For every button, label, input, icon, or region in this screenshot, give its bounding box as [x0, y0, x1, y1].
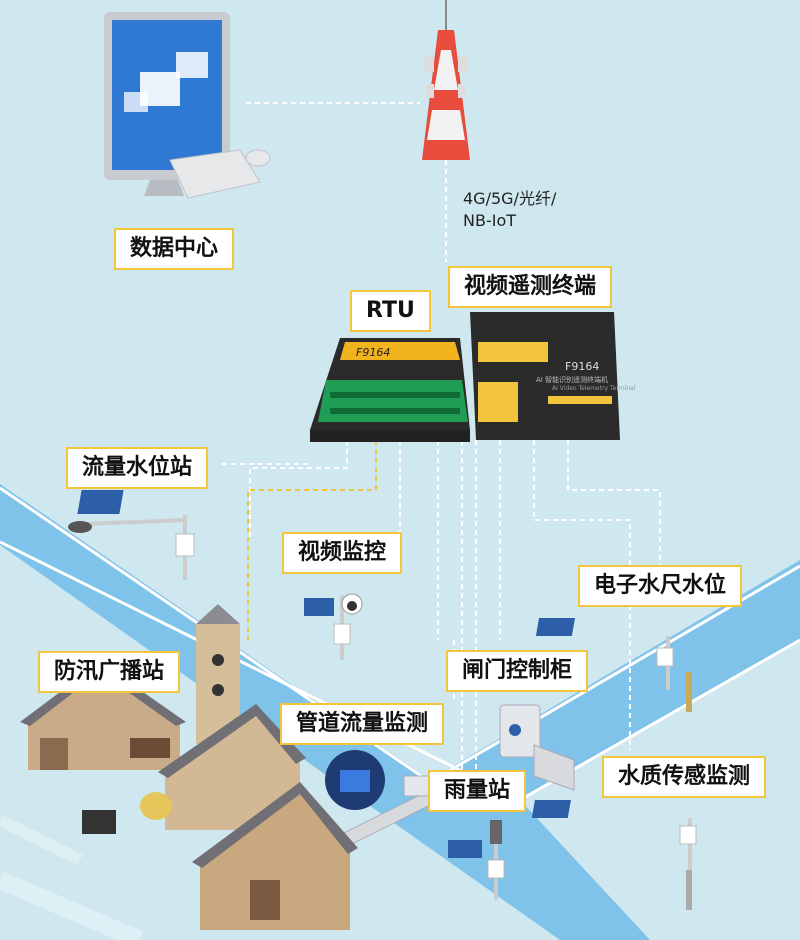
camera-station-icon — [304, 593, 363, 660]
label-rtu: RTU — [350, 290, 431, 332]
gate-cabinet-icon — [499, 704, 575, 791]
water-quality-station-icon — [531, 800, 697, 910]
flow-station-icon — [68, 490, 195, 580]
rtu-device-icon: F9164 — [310, 338, 470, 442]
ground-paths — [0, 814, 144, 940]
network-line-1: 4G/5G/光纤/ — [463, 189, 557, 208]
network-line-2: NB-IoT — [463, 211, 516, 230]
computer-icon — [104, 12, 271, 199]
label-pipe-flow: 管道流量监测 — [280, 703, 445, 745]
label-flood-broadcast: 防汛广播站 — [38, 651, 181, 693]
label-data-center: 数据中心 — [114, 228, 235, 270]
terminal-desc-en: AI Video Telemetry Terminal — [552, 385, 636, 392]
terminal-desc-cn: AI 智能识别遥测终端机 — [536, 375, 608, 384]
video-terminal-device-icon: F9164 AI 智能识别遥测终端机 AI Video Telemetry Te… — [470, 312, 636, 440]
label-electronic-gauge: 电子水尺水位 — [578, 565, 743, 607]
rain-gauge-station-icon — [448, 820, 505, 900]
label-rain-station: 雨量站 — [428, 770, 527, 812]
water-gauge-station-icon — [535, 618, 692, 712]
label-video-monitoring: 视频监控 — [282, 532, 403, 574]
village-buildings — [20, 604, 358, 930]
label-flow-water-station: 流量水位站 — [66, 447, 209, 489]
network-type-text: 4G/5G/光纤/ NB-IoT — [463, 188, 556, 232]
rtu-model-text: F9164 — [356, 346, 390, 359]
label-gate-control: 闸门控制柜 — [446, 650, 589, 692]
terminal-model-text: F9164 — [565, 360, 599, 373]
label-water-quality: 水质传感监测 — [602, 756, 767, 798]
tower-icon — [422, 0, 470, 160]
label-video-terminal: 视频遥测终端 — [448, 266, 613, 308]
